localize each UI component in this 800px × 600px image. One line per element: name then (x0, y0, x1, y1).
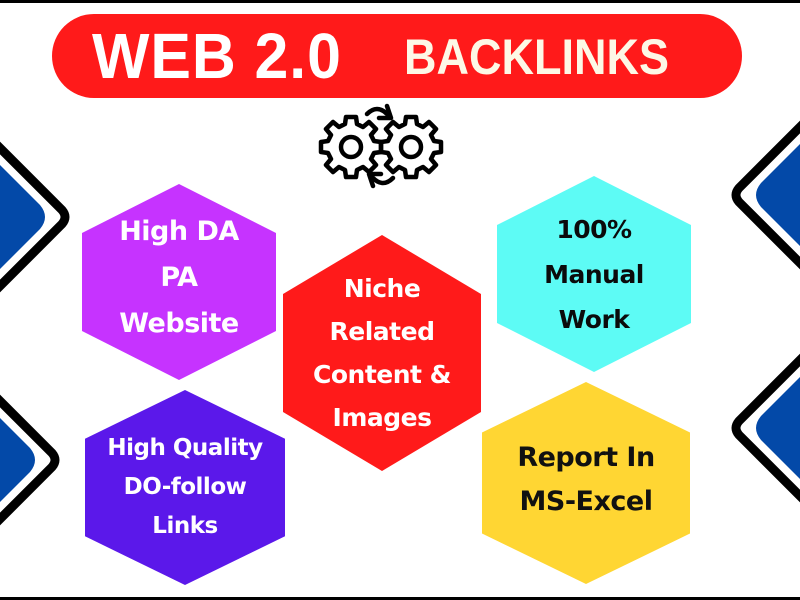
feature-high-da-pa: High DA PA Website (82, 184, 276, 380)
hexagon-shape (497, 176, 691, 372)
gears-sync-icon (315, 103, 445, 189)
left-bottom-diamond-decoration (0, 394, 60, 526)
title-sub: BACKLINKS (404, 29, 669, 85)
title-pill (52, 14, 742, 98)
feature-label: Report In MS-Excel (517, 442, 655, 517)
hexagon-shape (482, 382, 690, 584)
feature-excel-report: Report In MS-Excel (482, 382, 690, 584)
feature-manual-work: 100% Manual Work (497, 176, 691, 372)
hexagon-shape (85, 390, 285, 585)
feature-label: High Quality DO-follow Links (107, 435, 263, 539)
bottom-border (0, 597, 800, 600)
feature-label: High DA PA Website (119, 216, 239, 339)
feature-niche-content: Niche Related Content & Images (283, 235, 481, 471)
feature-label: 100% Manual Work (544, 214, 644, 334)
top-border (0, 0, 800, 3)
title-main: WEB 2.0 (92, 20, 342, 92)
right-top-diamond-decoration (731, 120, 800, 270)
feature-dofollow-links: High Quality DO-follow Links (85, 390, 285, 585)
right-bottom-diamond-decoration (731, 353, 800, 503)
hexagon-shape (82, 184, 276, 380)
hexagon-shape (283, 235, 481, 471)
feature-label: Niche Related Content & Images (313, 274, 451, 432)
left-top-diamond-decoration (0, 141, 70, 293)
